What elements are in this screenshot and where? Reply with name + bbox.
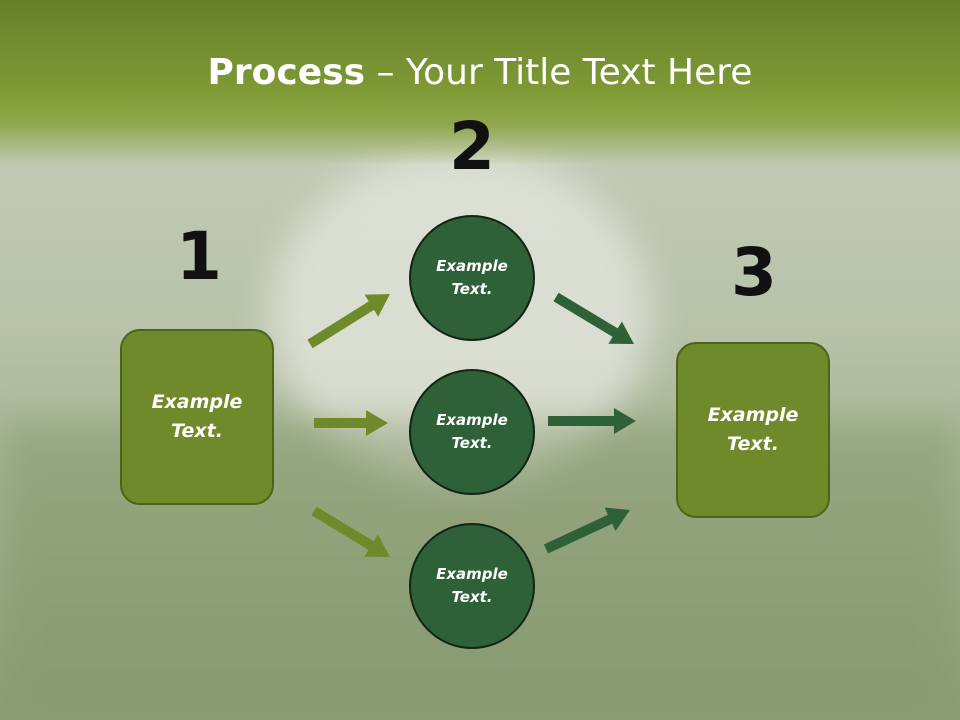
arrow-to-circle-top (307, 294, 390, 349)
arrow-to-circle-bottom (311, 506, 390, 557)
circle-middle: Example Text. (409, 369, 535, 495)
arrow-from-circle-middle (548, 408, 636, 434)
slide-title: Process – Your Title Text Here (0, 52, 960, 93)
arrow-from-circle-bottom (543, 507, 630, 554)
circle-top-label: Example Text. (436, 257, 508, 298)
arrow-from-circle-top (553, 292, 634, 344)
circle-bottom-label: Example Text. (436, 565, 508, 606)
arrow-to-circle-middle (314, 410, 388, 436)
start-box: Example Text. (120, 329, 274, 505)
step-number-3: 3 (731, 234, 777, 311)
title-bold: Process (207, 52, 366, 93)
step-number-2: 2 (449, 108, 495, 185)
step-number-1: 1 (176, 218, 222, 295)
title-rest: – Your Title Text Here (365, 52, 753, 93)
title-bar (0, 0, 960, 165)
end-box: Example Text. (676, 342, 830, 518)
circle-middle-label: Example Text. (436, 411, 508, 452)
circle-bottom: Example Text. (409, 523, 535, 649)
end-box-label: Example Text. (707, 404, 799, 455)
start-box-label: Example Text. (151, 391, 243, 442)
circle-top: Example Text. (409, 215, 535, 341)
